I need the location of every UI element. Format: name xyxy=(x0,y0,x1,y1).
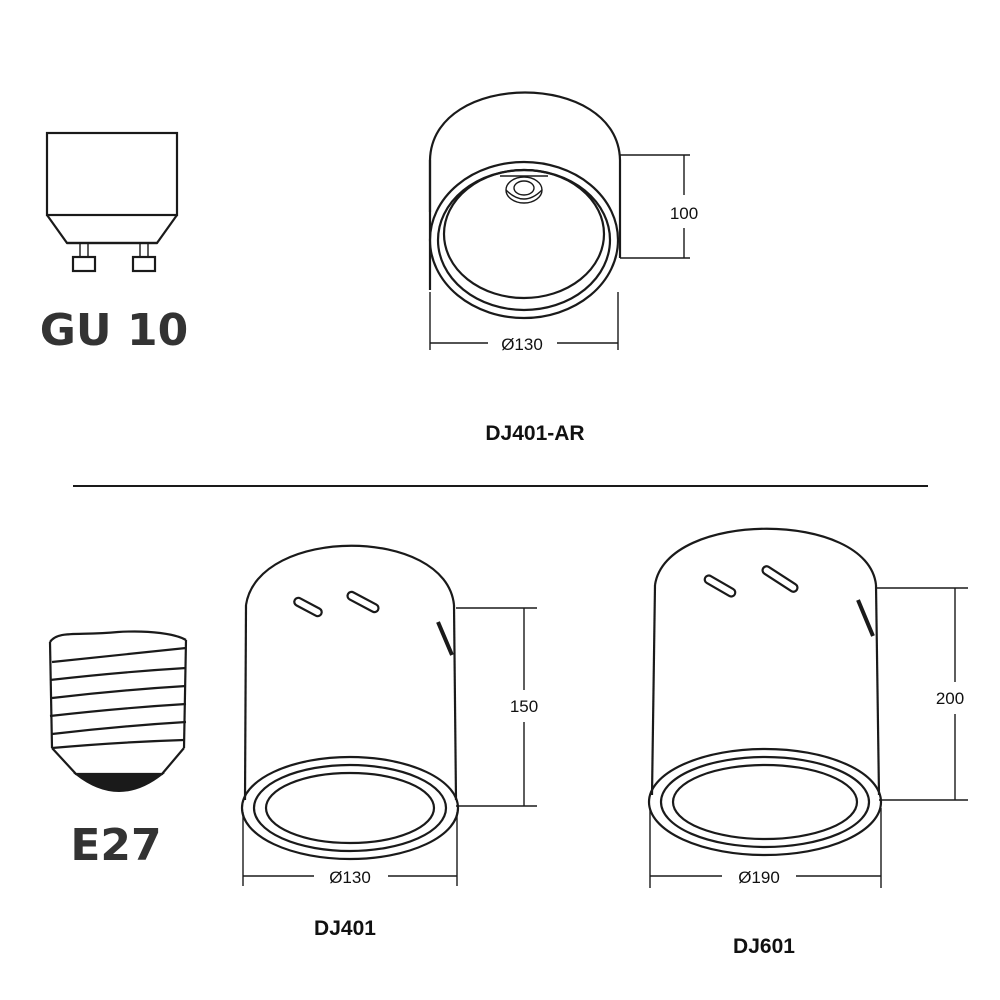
dj401-height-label: 150 xyxy=(510,697,538,716)
dj401ar-diameter-label: Ø130 xyxy=(501,335,543,354)
gu10-socket-icon xyxy=(45,131,179,273)
lamp-fitting-icon xyxy=(500,175,548,204)
dj601-model-label: DJ601 xyxy=(733,935,795,958)
dj401-drawing xyxy=(240,544,537,886)
dj601-height-label: 200 xyxy=(936,689,964,708)
dj401ar-model-label: DJ401-AR xyxy=(485,422,584,445)
gu10-label: GU 10 xyxy=(40,305,188,356)
dj401-model-label: DJ401 xyxy=(314,917,376,940)
dj401ar-drawing xyxy=(428,91,690,350)
dj401ar-height-label: 100 xyxy=(670,204,698,223)
dj401-diameter-label: Ø130 xyxy=(329,868,371,887)
dj601-drawing xyxy=(647,527,968,888)
e27-socket-icon xyxy=(48,630,188,792)
e27-label: E27 xyxy=(70,820,161,871)
dj601-diameter-label: Ø190 xyxy=(738,868,780,887)
